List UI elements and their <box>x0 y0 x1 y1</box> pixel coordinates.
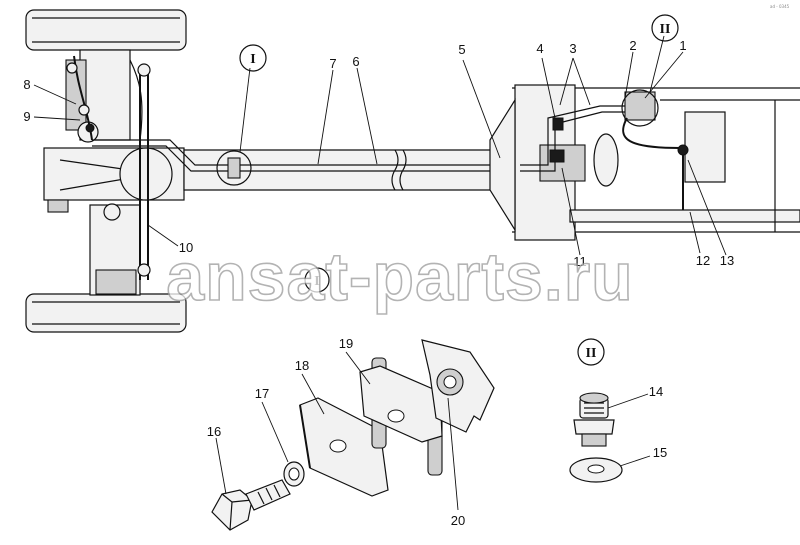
callout-10: 10 <box>179 240 193 255</box>
clamp-II-location <box>621 89 659 127</box>
callout-17: 17 <box>255 386 269 401</box>
chassis-top-view <box>25 9 800 333</box>
callout-16: 16 <box>207 424 221 439</box>
callout-2: 2 <box>629 38 636 53</box>
view-marker-II-detail: II <box>577 338 605 366</box>
brake-lines <box>66 55 520 172</box>
tie-rod <box>137 63 151 280</box>
callout-1: 1 <box>679 38 686 53</box>
svg-text:I: I <box>314 274 319 289</box>
corner-code: ad - 0345 <box>770 4 790 9</box>
callout-5: 5 <box>458 42 465 57</box>
front-wheel-bottom <box>25 293 187 333</box>
cab-section <box>489 84 800 241</box>
watermark-text: ansat-parts.ru <box>166 239 633 315</box>
view-marker-II-top: II <box>651 14 679 42</box>
spring-washer-17 <box>283 461 305 487</box>
svg-text:I: I <box>250 52 255 67</box>
callout-14: 14 <box>649 384 663 399</box>
detail-II-assembly: 14 15 <box>569 384 667 483</box>
callout-7: 7 <box>329 56 336 71</box>
callout-18: 18 <box>295 358 309 373</box>
washer-15 <box>569 457 623 483</box>
callout-15: 15 <box>653 445 667 460</box>
callout-19: 19 <box>339 336 353 351</box>
front-axle <box>43 147 185 213</box>
callout-12: 12 <box>696 253 710 268</box>
bolt-16 <box>211 479 291 531</box>
clamp-plate-18 <box>299 397 389 497</box>
steering-knuckle-bottom <box>89 203 141 296</box>
fitting-14 <box>573 392 615 447</box>
callout-8: 8 <box>23 77 30 92</box>
bracket-20 <box>421 339 495 433</box>
callout-11: 11 <box>573 254 587 269</box>
callout-6: 6 <box>352 54 359 69</box>
callout-13: 13 <box>720 253 734 268</box>
svg-text:II: II <box>586 346 597 361</box>
leader-lines <box>33 35 727 256</box>
view-marker-I-top: I <box>239 44 267 72</box>
view-marker-I-detail: I <box>304 267 330 293</box>
svg-text:II: II <box>660 22 671 37</box>
callout-3: 3 <box>569 41 576 56</box>
callout-9: 9 <box>23 109 30 124</box>
detail-I-assembly: 16 17 18 19 20 <box>207 336 495 531</box>
callout-4: 4 <box>536 41 543 56</box>
front-wheel-top <box>25 9 187 51</box>
callout-labels: 1 2 3 4 5 6 7 8 9 10 11 12 13 <box>23 38 734 269</box>
clamp-I-location <box>216 150 252 186</box>
callout-20: 20 <box>451 513 465 528</box>
